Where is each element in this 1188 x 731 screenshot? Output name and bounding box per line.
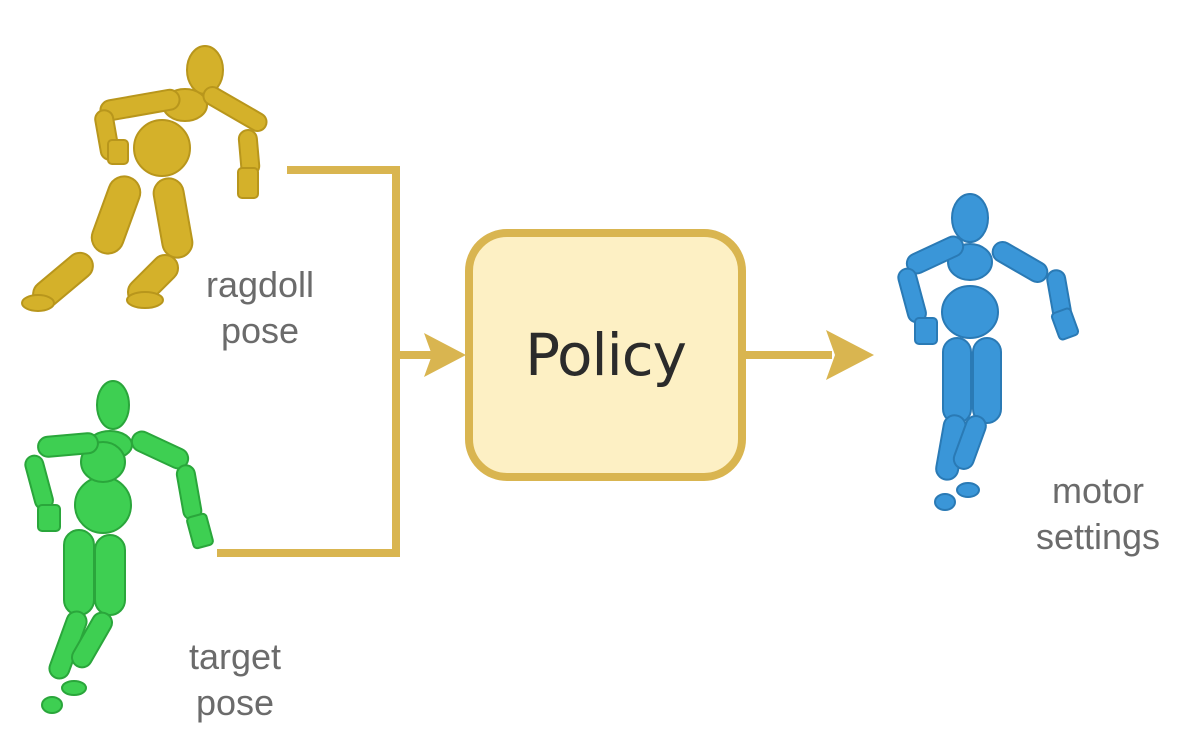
target-pose-figure: [24, 380, 214, 714]
ragdoll-connector: [287, 166, 400, 355]
target-pose-label: target pose: [165, 634, 305, 726]
motor-label-line1: motor: [1051, 470, 1145, 511]
policy-label: Policy: [525, 321, 687, 389]
target-connector: [217, 355, 400, 557]
ragdoll-pose-label: ragdoll pose: [190, 262, 330, 354]
target-label-line1: target: [188, 636, 282, 677]
connectors: [217, 166, 832, 557]
ragdoll-label-line2: pose: [220, 310, 300, 351]
motor-settings-figure: [897, 193, 1080, 511]
input-arrowhead: [424, 333, 466, 377]
target-label-line2: pose: [195, 682, 275, 723]
ragdoll-pose-figure: [21, 45, 268, 312]
motor-settings-label: motor settings: [1018, 468, 1178, 560]
output-arrowhead: [826, 330, 874, 380]
ragdoll-label-line1: ragdoll: [205, 264, 315, 305]
motor-label-line2: settings: [1035, 516, 1161, 557]
policy-box: Policy: [465, 229, 746, 481]
